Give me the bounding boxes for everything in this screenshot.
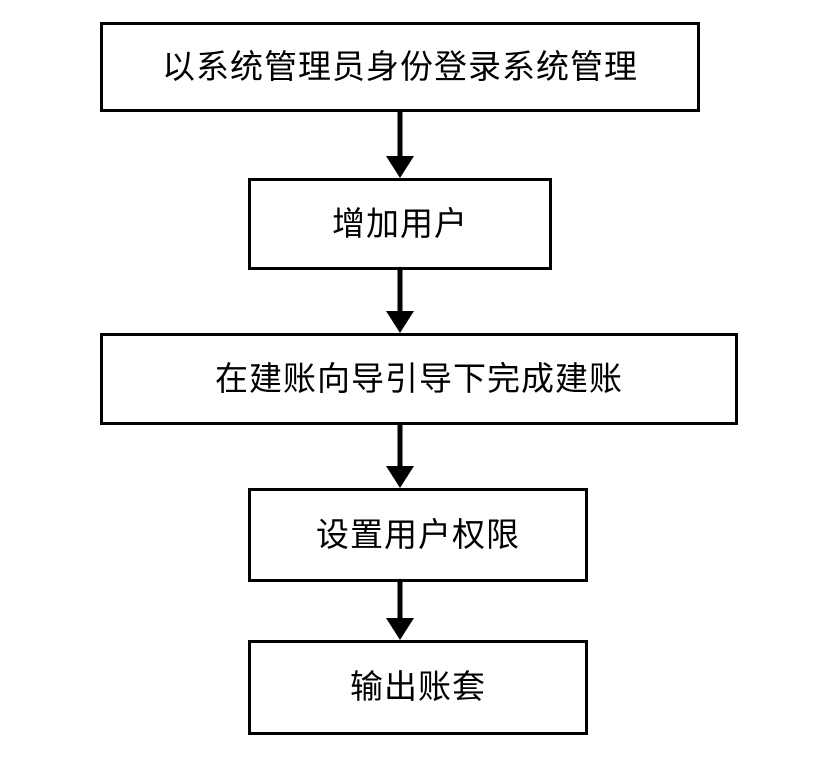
flow-arrow-2 xyxy=(384,270,416,333)
flow-node-label: 输出账套 xyxy=(350,667,486,707)
flow-node-label: 设置用户权限 xyxy=(316,514,520,554)
flow-arrow-1 xyxy=(384,112,416,178)
flow-node-set-user-permissions[interactable]: 设置用户权限 xyxy=(248,488,588,582)
flow-node-label: 在建账向导引导下完成建账 xyxy=(215,358,623,398)
flow-node-export-account-set[interactable]: 输出账套 xyxy=(248,640,588,735)
flow-node-login-system-management[interactable]: 以系统管理员身份登录系统管理 xyxy=(100,22,700,112)
flow-arrow-3 xyxy=(384,425,416,488)
flow-node-label: 增加用户 xyxy=(332,203,468,243)
flow-node-complete-account-setup-wizard[interactable]: 在建账向导引导下完成建账 xyxy=(100,333,738,425)
flow-arrow-4 xyxy=(384,582,416,640)
flow-node-add-user[interactable]: 增加用户 xyxy=(248,178,552,270)
flow-node-label: 以系统管理员身份登录系统管理 xyxy=(162,46,638,86)
